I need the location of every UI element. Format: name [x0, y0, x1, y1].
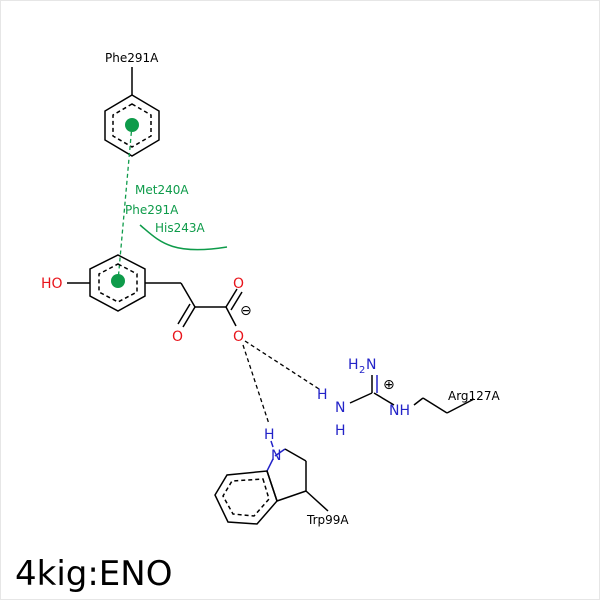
arg-h2n-n: N — [366, 357, 376, 373]
arg-nh-left-h: H — [317, 387, 328, 403]
ligand-eno — [67, 254, 243, 328]
bond-c-o-top-a — [225, 288, 238, 308]
hbond-arg — [244, 340, 320, 390]
arg-bond-chain-2 — [446, 398, 475, 414]
trp-bond-c3-c3a — [276, 490, 307, 502]
hydrophobic-contact-arc — [139, 224, 228, 251]
ligand-ring-centroid — [111, 274, 125, 288]
negative-charge: ⊖ — [240, 303, 252, 319]
trp99-label: Trp99A — [306, 513, 349, 527]
arg-bond-chain-1 — [422, 397, 448, 414]
arg-nh-left-n: N — [335, 400, 345, 416]
ligand-phenyl-aromatic — [98, 263, 138, 303]
trp-bond-c2-c2b — [284, 448, 307, 462]
met240-label: Met240A — [135, 183, 189, 197]
arg-bond-c-nh-left — [349, 392, 373, 404]
trp-benzene-aromatic — [222, 478, 270, 517]
bond-c-o-keto-a — [182, 306, 196, 328]
page-title: 4kig:ENO — [15, 554, 172, 594]
atom-o-bottom: O — [233, 329, 244, 345]
trp-benzene-ring — [214, 470, 278, 525]
arg127-label: Arg127A — [448, 389, 500, 403]
arg-nh-right: NH — [389, 403, 410, 419]
arg-bond-nh-ch2 — [413, 397, 424, 406]
bond-c-o-top-b — [230, 291, 243, 311]
pi-stacking-line — [117, 124, 133, 282]
trp-atom-n: N — [271, 448, 281, 464]
phe291-top-label: Phe291A — [105, 51, 159, 65]
atom-o-keto: O — [172, 329, 183, 345]
atom-o-top: O — [233, 276, 244, 292]
trp99-residue — [214, 440, 329, 525]
arg-nh-left-h2: H — [335, 423, 346, 439]
ligand-phenyl-ring — [89, 254, 146, 312]
trp-bond-c3-cb — [305, 490, 329, 512]
phe291-top-residue — [104, 67, 160, 157]
trp-bond-c7a-n — [266, 458, 274, 472]
bond-c-o-keto-b — [177, 303, 191, 325]
phe291-mid-label: Phe291A — [125, 203, 179, 217]
arg-h2n-h: H — [348, 357, 359, 373]
bond-c-o-bottom — [225, 306, 237, 327]
phe-top-ring-aromatic — [112, 103, 152, 148]
trp-bond-n-h — [270, 440, 274, 448]
atom-ho: HO — [41, 276, 63, 292]
arg-bond-c-nh-right — [373, 392, 395, 406]
phe-top-ring — [104, 94, 160, 157]
positive-charge: ⊕ — [383, 377, 395, 393]
his243-label: His243A — [155, 221, 206, 235]
trp-atom-h: H — [264, 427, 275, 443]
arg-h2n-sub: 2 — [359, 365, 365, 376]
bond-ch2-c — [180, 282, 196, 308]
arg127-residue — [349, 375, 475, 414]
trp-bond-n-c2 — [274, 448, 286, 457]
hbond-trp — [242, 344, 270, 425]
